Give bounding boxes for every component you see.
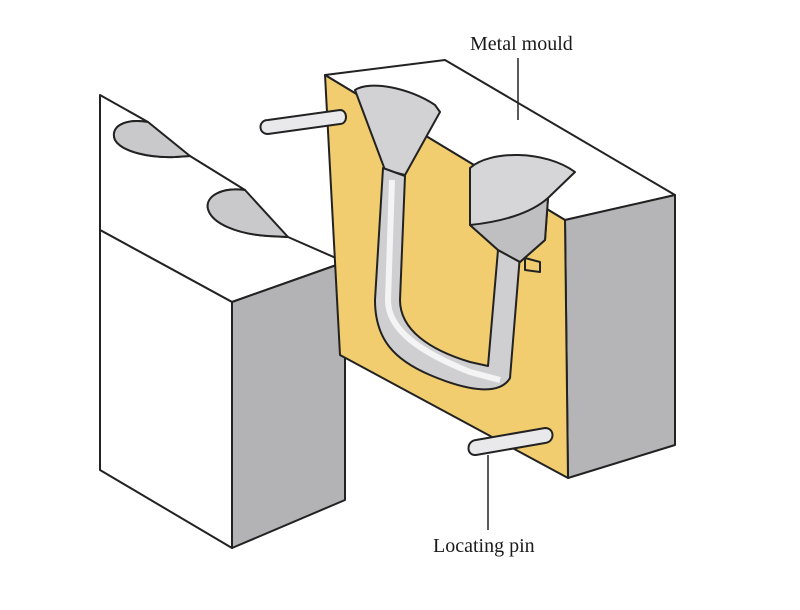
left-mould-half [99,94,346,549]
lower-pin-body [467,426,554,456]
casting-cavity [354,84,576,391]
locating-pin-label: Locating pin [433,535,535,557]
sprue-channel [374,167,521,391]
riser-inner-wall [469,197,549,263]
sprue-funnel-cup [354,84,441,176]
channel-highlight [385,179,501,383]
metal-mould-label: Metal mould [470,33,573,55]
left-half-side-face [231,261,346,549]
left-half-cavity-2 [206,188,289,238]
lower-locating-pin [467,426,554,456]
upper-pin-body [259,108,347,136]
left-half-cavity-1 [112,120,191,159]
right-half-side-face [564,194,676,479]
upper-locating-pin [259,108,347,136]
riser-notch [524,257,541,273]
